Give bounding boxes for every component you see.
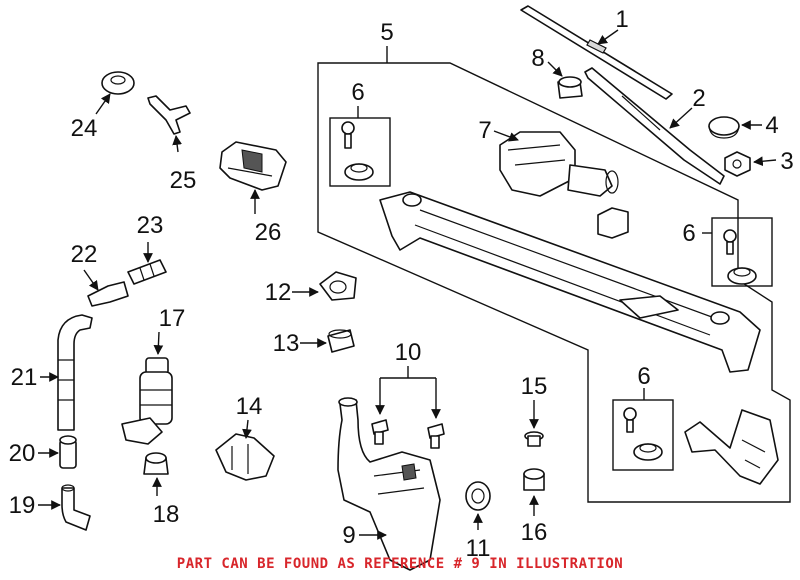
hose-connector-23[interactable] [127,259,167,285]
arm-nut[interactable] [724,151,751,177]
callout-24: 24 [71,115,98,142]
level-sensor-grommet[interactable] [523,468,545,491]
callout-12: 12 [265,279,292,306]
callout-26: 26 [255,219,282,246]
reservoir-cap[interactable] [465,481,491,511]
grommet[interactable] [101,71,135,95]
reservoir-grommet[interactable] [327,329,355,353]
hose-connector-22[interactable] [87,281,129,307]
callout-23: 23 [137,212,164,239]
callout-5: 5 [380,19,393,46]
callout-8: 8 [531,45,544,72]
washer-hose[interactable] [57,314,93,431]
hose-elbow[interactable] [61,484,91,531]
callout-10: 10 [395,339,422,366]
callout-14: 14 [236,393,263,420]
reservoir-bolt-2[interactable] [427,423,445,449]
reservoir-bolt-1[interactable] [371,419,389,445]
leader-lines [38,29,777,540]
callout-21: 21 [11,364,38,391]
hose-plug[interactable] [59,435,77,469]
callout-6a: 6 [351,79,364,106]
linkage-bracket[interactable] [684,409,779,485]
callout-13: 13 [273,330,300,357]
wiper-motor[interactable] [499,131,619,197]
callout-7: 7 [478,117,491,144]
callout-16: 16 [521,519,548,546]
callout-4: 4 [765,112,778,139]
reference-note: PART CAN BE FOUND AS REFERENCE # 9 IN IL… [176,556,624,572]
callout-1: 1 [615,6,628,33]
washer-reservoir[interactable] [337,397,441,571]
callout-15: 15 [521,373,548,400]
wiper-arm[interactable] [584,67,725,185]
callout-17: 17 [159,305,186,332]
wiper-linkage[interactable] [379,191,761,373]
callout-19: 19 [9,492,36,519]
callout-18: 18 [153,501,180,528]
callout-9: 9 [342,522,355,549]
wiper-blade[interactable] [520,5,673,100]
assembly-frame [317,62,791,503]
washer-pump[interactable] [121,357,173,445]
washer-nozzle[interactable] [219,141,287,191]
callout-3: 3 [780,148,793,175]
seal-box-3[interactable] [612,399,674,471]
reservoir-clip[interactable] [319,271,357,301]
y-connector[interactable] [147,95,191,135]
arm-cap[interactable] [708,116,740,139]
callout-22: 22 [71,241,98,268]
callout-20: 20 [9,440,36,467]
pump-grommet[interactable] [143,452,169,475]
motor-bushing[interactable] [597,207,629,239]
callout-2: 2 [692,85,705,112]
pivot-seal[interactable] [557,76,583,99]
callout-6b: 6 [682,220,695,247]
callout-25: 25 [170,167,197,194]
retaining-pin[interactable] [524,431,544,447]
seal-box-2[interactable] [711,217,773,287]
callout-numbers: 1 2 3 4 5 6 6 6 7 8 9 10 11 12 13 14 15 … [9,6,794,562]
seal-box-1[interactable] [329,117,391,187]
callout-6c: 6 [637,363,650,390]
pump-bracket[interactable] [215,433,275,481]
callout-11: 11 [466,535,491,562]
